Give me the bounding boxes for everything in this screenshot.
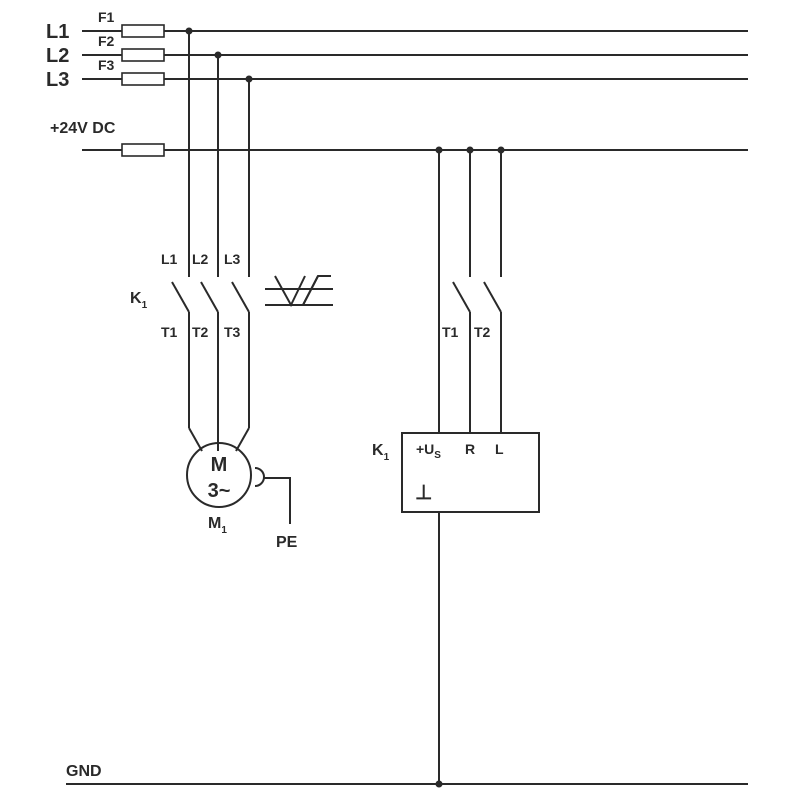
motor-label: M1: [208, 515, 227, 536]
line-gnd: GND: [66, 763, 748, 785]
module-terminal-l: L: [495, 441, 504, 457]
motor-symbol-m: M: [211, 454, 228, 476]
k1-left-output-t1: T1: [161, 324, 178, 340]
fuse-f1-label: F1: [98, 9, 115, 25]
motor-symbol-phase: 3~: [208, 480, 231, 502]
fuse-f3: [121, 72, 165, 86]
k1-left-label: K1: [130, 290, 148, 311]
line-l2-label: L2: [46, 45, 69, 67]
k1-right-output-t2: T2: [474, 324, 491, 340]
k1-left-input-l1: L1: [161, 251, 178, 267]
line-l1-label: L1: [46, 21, 69, 43]
line-l2: L2 F2: [46, 33, 748, 67]
line-24v-dc: +24V DC: [50, 120, 748, 157]
fuse-f2: [121, 48, 165, 62]
varistor-icon: [265, 275, 333, 308]
module-box: [401, 432, 540, 513]
k1-left-input-l2: L2: [192, 251, 209, 267]
line-l3: L3 F3: [46, 57, 748, 91]
fuse-dc: [121, 143, 165, 157]
control-module-k1: K1 +US R L ⊥: [372, 432, 540, 784]
motor-m1: M 3~ PE M1: [186, 442, 298, 551]
module-label: K1: [372, 442, 390, 463]
motor-circle: [186, 442, 252, 508]
pe-label: PE: [276, 534, 298, 551]
ground-icon: ⊥: [415, 482, 432, 504]
module-terminal-us: +US: [416, 441, 441, 461]
fuse-f1: [121, 24, 165, 38]
line-24v-dc-label: +24V DC: [50, 120, 116, 137]
line-gnd-label: GND: [66, 763, 102, 780]
line-l3-label: L3: [46, 69, 69, 91]
pe-terminal-icon: [254, 467, 265, 487]
line-l1: L1 F1: [46, 9, 748, 43]
fuse-f3-label: F3: [98, 57, 115, 73]
k1-left-output-t2: T2: [192, 324, 209, 340]
contactor-k1-right: T1 T2: [438, 150, 502, 433]
module-terminal-r: R: [465, 441, 475, 457]
k1-left-output-t3: T3: [224, 324, 241, 340]
k1-right-output-t1: T1: [442, 324, 459, 340]
contactor-k1-left: L1 L2 L3 T1 T2 T3 K1: [130, 31, 250, 452]
k1-left-input-l3: L3: [224, 251, 241, 267]
fuse-f2-label: F2: [98, 33, 115, 49]
junction-nodes: [185, 27, 505, 788]
